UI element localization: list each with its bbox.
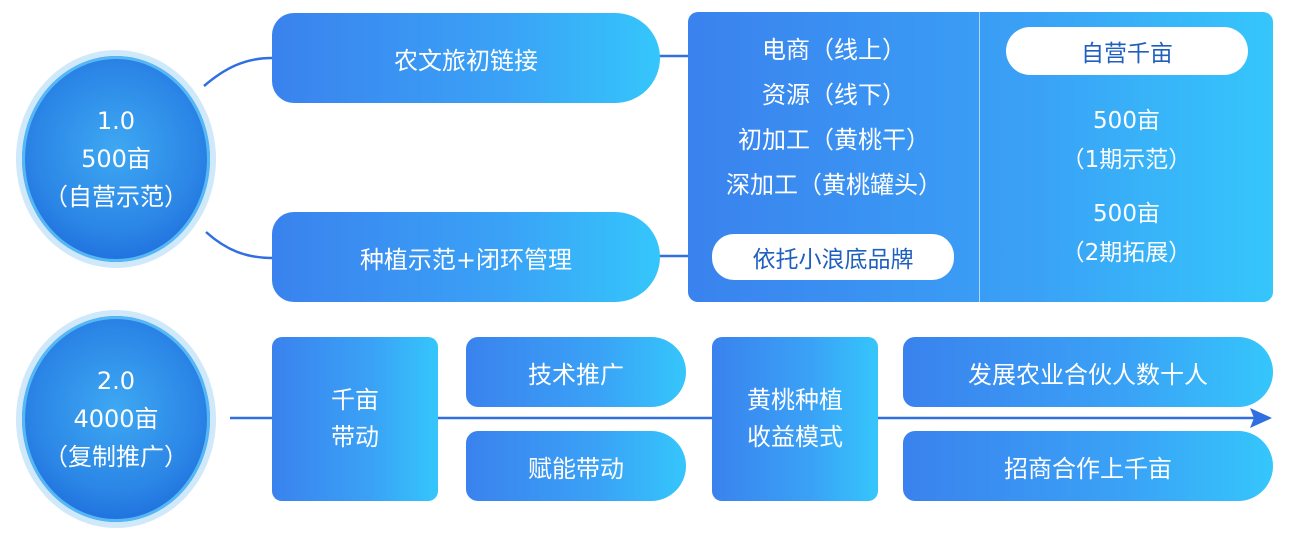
stage1-mode: （自营示范） xyxy=(44,183,188,211)
tech-pill-label: 技术推广 xyxy=(528,360,624,389)
stage1-panel-left: 电商（线上） 资源（线下） 初加工（黄桃干） 深加工（黄桃罐头） xyxy=(688,28,980,208)
connector-circle1-bottom xyxy=(205,231,273,260)
stage1-right-title-pill: 自营千亩 xyxy=(1006,27,1248,75)
partner-pill-label: 发展农业合伙人数十人 xyxy=(968,360,1208,389)
box2-line2: 收益模式 xyxy=(747,423,843,451)
box2-line1: 黄桃种植 xyxy=(747,386,843,414)
stage1-version: 1.0 xyxy=(96,107,136,135)
stage2-version: 2.0 xyxy=(96,367,136,395)
stage1-area: 500亩 xyxy=(81,145,151,173)
stage1-brand-pill-label: 依托小浪底品牌 xyxy=(752,247,914,273)
stage2-partner-pill: 发展农业合伙人数十人 xyxy=(903,337,1273,407)
right-line-phase1-label: （1期示范） xyxy=(1061,147,1192,173)
stage1-panel-divider xyxy=(979,12,980,302)
panel-line-ecommerce: 电商（线上） xyxy=(762,36,906,64)
stage1-bottom-pill: 种植示范+闭环管理 xyxy=(272,212,660,302)
stage1-panel: 电商（线上） 资源（线下） 初加工（黄桃干） 深加工（黄桃罐头） 依托小浪底品牌… xyxy=(688,12,1273,302)
right-line-phase2-label: （2期拓展） xyxy=(1061,240,1192,266)
stage1-right-lines: 500亩 （1期示范） 500亩 （2期拓展） xyxy=(980,102,1273,273)
stage2-circle: 2.0 4000亩 （复制推广） xyxy=(22,316,210,522)
stage2-tech-pill: 技术推广 xyxy=(466,337,686,407)
stage1-right-title: 自营千亩 xyxy=(1081,41,1173,67)
box1-line2: 带动 xyxy=(331,423,379,451)
right-line-phase1-area: 500亩 xyxy=(1093,108,1160,134)
panel-line-deep-processing: 深加工（黄桃罐头） xyxy=(726,171,942,199)
stage1-brand-pill: 依托小浪底品牌 xyxy=(712,234,954,280)
stage2-box-revenue-model: 黄桃种植 收益模式 xyxy=(712,337,878,501)
stage1-bottom-pill-label: 种植示范+闭环管理 xyxy=(359,245,573,274)
stage1-circle: 1.0 500亩 （自营示范） xyxy=(22,56,210,262)
stage1-top-pill-label: 农文旅初链接 xyxy=(394,46,538,75)
stage2-empower-pill: 赋能带动 xyxy=(466,431,686,501)
stage2-area: 4000亩 xyxy=(73,405,159,433)
invest-pill-label: 招商合作上千亩 xyxy=(1004,454,1172,483)
empower-pill-label: 赋能带动 xyxy=(528,454,624,483)
right-line-phase2-area: 500亩 xyxy=(1093,201,1160,227)
stage1-top-pill: 农文旅初链接 xyxy=(272,13,660,103)
panel-line-resources: 资源（线下） xyxy=(762,81,906,109)
connector-circle1-top xyxy=(203,56,273,87)
panel-line-primary-processing: 初加工（黄桃干） xyxy=(738,126,930,154)
stage2-mode: （复制推广） xyxy=(44,443,188,471)
stage2-box-thousand-acres: 千亩 带动 xyxy=(272,337,438,501)
stage2-flow-arrowhead xyxy=(1250,408,1272,428)
box1-line1: 千亩 xyxy=(331,386,379,414)
stage2-invest-pill: 招商合作上千亩 xyxy=(903,431,1273,501)
